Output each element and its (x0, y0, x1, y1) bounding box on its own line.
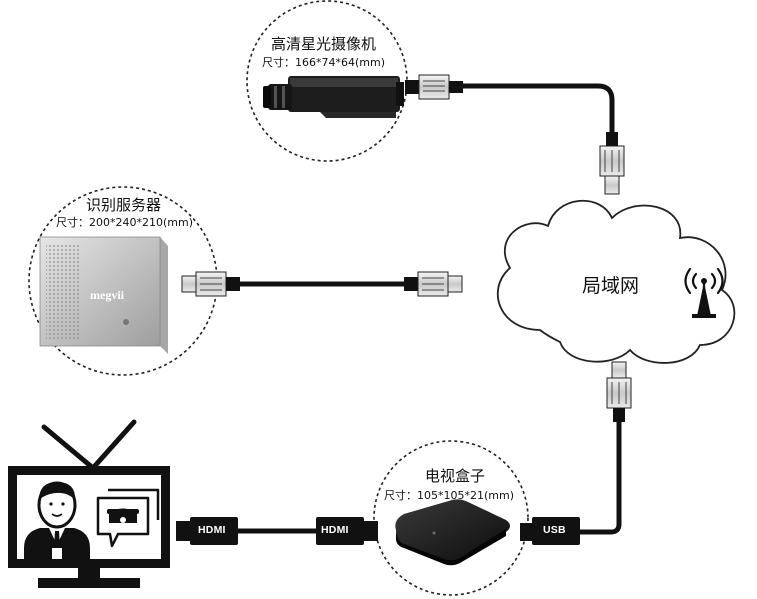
ethernet-cable-usb (578, 420, 622, 535)
usb-plug-icon (520, 517, 580, 545)
server-icon: megvii (39, 236, 168, 354)
camera-size: 尺寸：166*74*64(mm) (262, 56, 386, 69)
ethernet-cable-camera (459, 83, 615, 137)
tvbox-title: 电视盒子 (425, 467, 486, 485)
hdmi-label-left: HDMI (198, 524, 226, 536)
server-title: 识别服务器 (86, 196, 162, 214)
ethernet-plug-icon (181, 271, 240, 297)
chat-phone-icon (96, 488, 160, 548)
megvii-logo: megvii (90, 288, 125, 302)
tv-icon (8, 419, 170, 588)
usb-label: USB (543, 524, 566, 536)
camera-icon (263, 76, 404, 118)
ethernet-plug-icon (606, 361, 632, 422)
camera-title: 高清星光摄像机 (271, 35, 377, 53)
ethernet-plug-icon (599, 132, 625, 195)
ethernet-plug-icon (404, 271, 463, 297)
hdmi-plug-left (176, 517, 238, 545)
tvbox-size: 尺寸：105*105*21(mm) (384, 489, 515, 502)
ethernet-plug-icon (405, 74, 463, 100)
tvbox-group (373, 440, 529, 596)
hdmi-label-right: HDMI (321, 524, 349, 536)
presenter-icon (24, 481, 90, 559)
server-group: megvii (28, 186, 218, 376)
wifi-antenna-icon (684, 267, 724, 318)
tv-box-icon (395, 499, 510, 566)
server-size: 尺寸：200*240*210(mm) (56, 216, 194, 229)
hdmi-plug-right (316, 517, 378, 545)
camera-group (246, 0, 408, 162)
cloud-icon (496, 199, 736, 364)
lan-label: 局域网 (582, 275, 640, 297)
